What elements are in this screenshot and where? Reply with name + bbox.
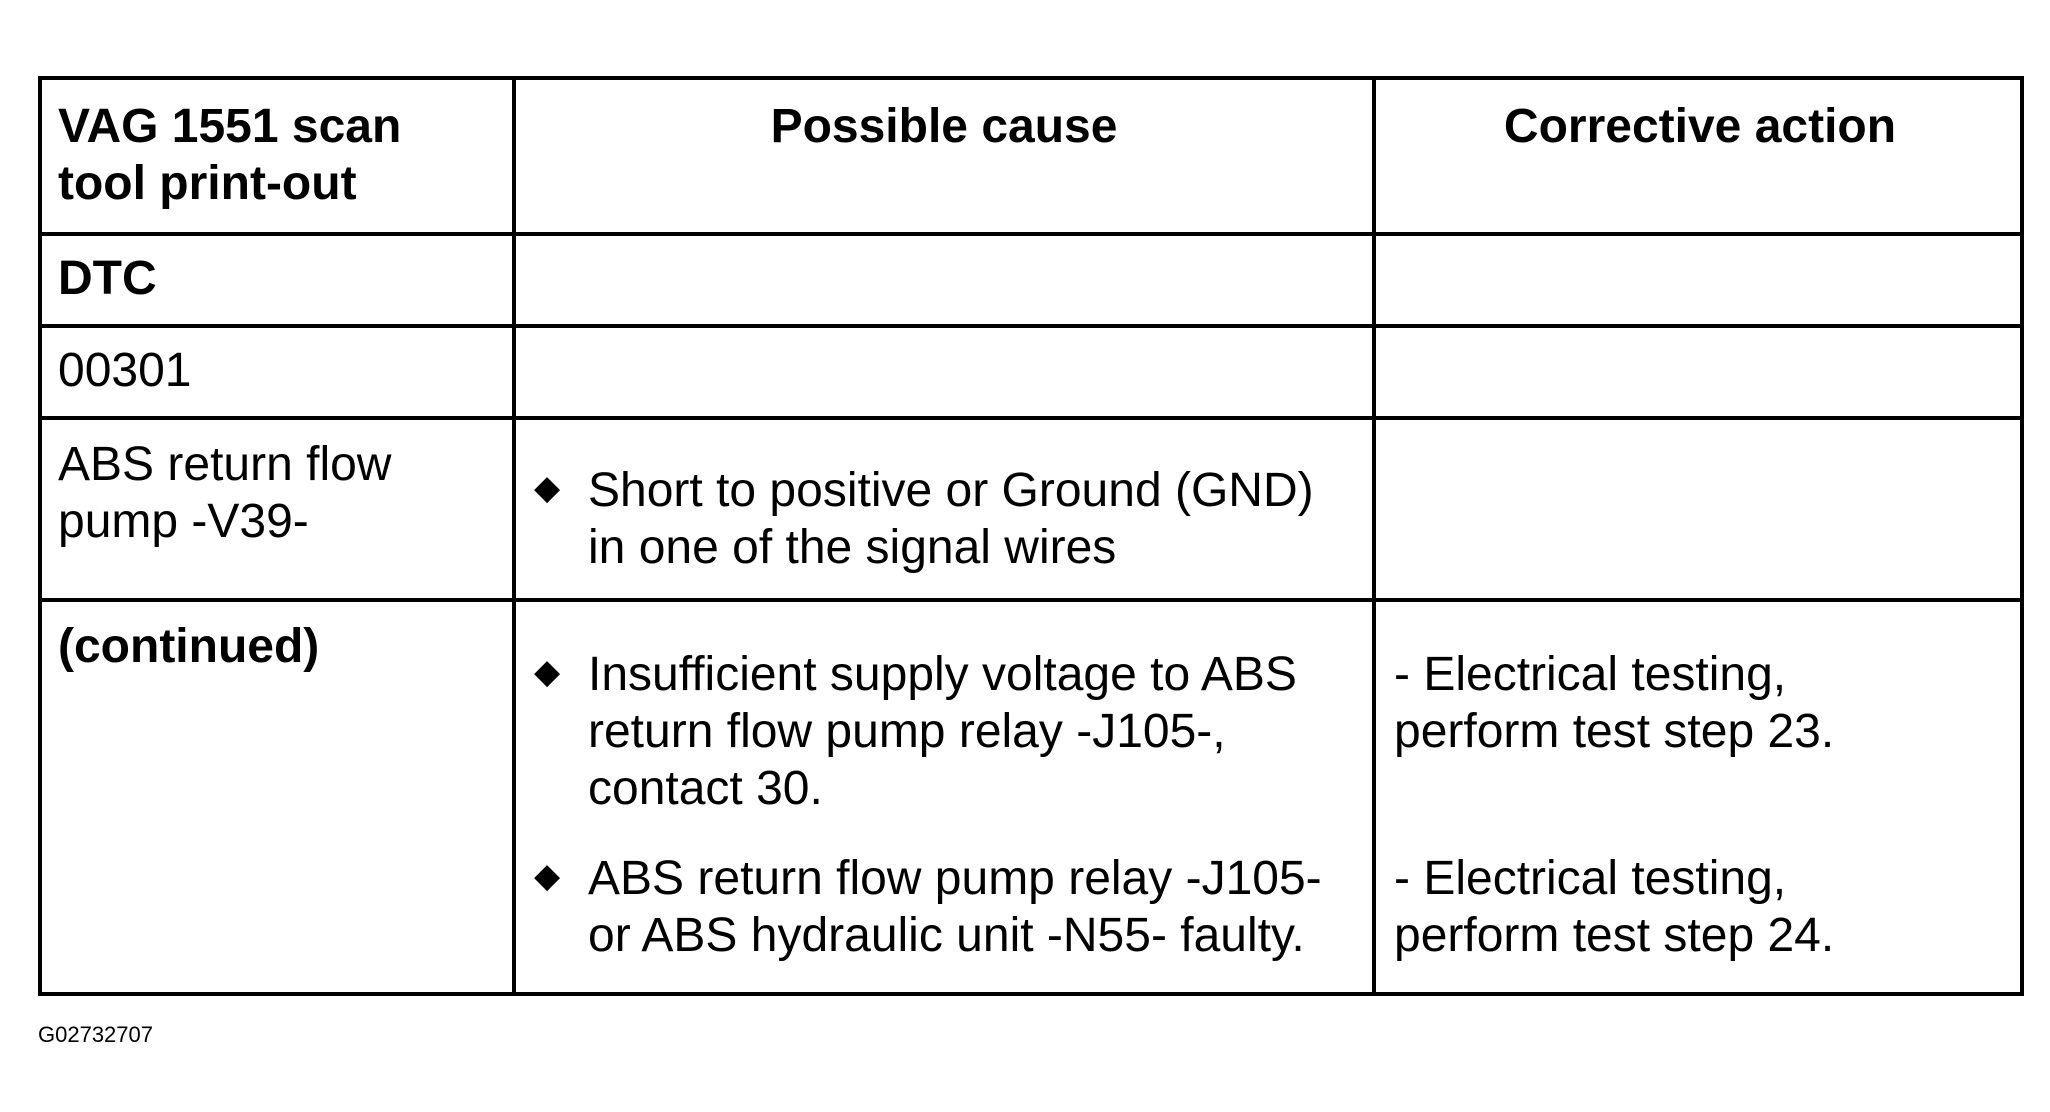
continued-label: (continued) (58, 620, 320, 673)
diagnostic-table: VAG 1551 scan tool print-out Possible ca… (38, 76, 2024, 996)
diamond-bullet-icon: ◆ (534, 653, 561, 691)
header-possible-cause: Possible cause (770, 100, 1118, 153)
component-name: ABS return flow pump -V39- (58, 438, 392, 548)
table-row-component: ABS return flow pump -V39- ◆ Short to po… (42, 420, 2020, 602)
diamond-bullet-icon: ◆ (534, 469, 561, 507)
header-row: VAG 1551 scan tool print-out Possible ca… (42, 80, 2020, 236)
table-row-code: 00301 (42, 328, 2020, 420)
list-item: - Electrical testing, perform test step … (1394, 852, 1835, 962)
figure-code: G02732707 (38, 1022, 153, 1047)
table-row-continued: (continued) ◆ Insufficient supply voltag… (58, 620, 1835, 962)
column-divider-1 (512, 80, 516, 992)
list-item: - Electrical testing, perform test step … (1394, 648, 1835, 758)
column-divider-2 (1372, 80, 1376, 992)
header-corrective-action: Corrective action (1503, 100, 1897, 153)
dtc-code: 00301 (58, 344, 192, 397)
table-row-dtc: DTC (42, 236, 2020, 328)
header-scan-tool-printout: VAG 1551 scan tool print-out (58, 100, 402, 210)
dtc-label: DTC (58, 252, 157, 305)
diamond-bullet-icon: ◆ (534, 857, 561, 895)
